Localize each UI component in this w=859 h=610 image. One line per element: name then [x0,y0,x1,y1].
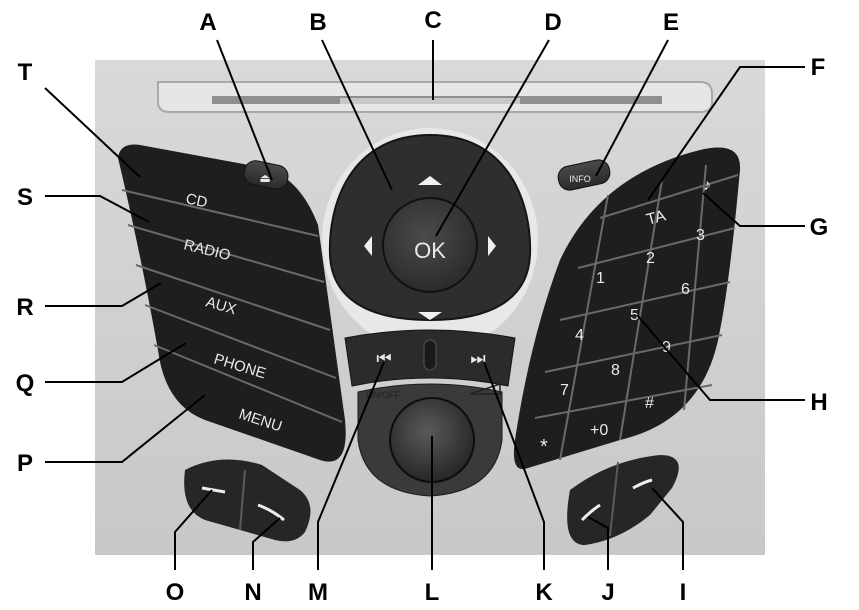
callout-r: R [16,294,33,321]
keypad-7[interactable]: 7 [560,382,569,399]
keypad-hash[interactable]: # [645,395,654,412]
seek-forward-icon[interactable]: ⏭ [470,349,485,368]
callout-o: O [166,579,185,606]
keypad-3[interactable]: 3 [696,227,705,244]
keypad-4[interactable]: 4 [575,327,584,344]
callout-c: C [424,7,441,34]
callout-g: G [810,214,829,241]
callout-b: B [309,9,326,36]
music-note-icon[interactable]: ♪ [703,177,711,194]
callout-l: L [425,579,440,606]
callout-j: J [601,579,614,606]
callout-m: M [308,579,328,606]
keypad-2[interactable]: 2 [646,250,655,267]
callout-e: E [663,9,679,36]
callout-t: T [18,59,33,86]
keypad-6[interactable]: 6 [681,281,690,298]
keypad-star[interactable]: * [540,436,548,458]
callout-k: K [535,579,553,606]
callout-a: A [199,9,216,36]
callout-s: S [17,184,33,211]
keypad-0[interactable]: +0 [590,422,608,439]
cd-slot-window [340,98,520,104]
seek-divider [424,340,436,370]
callout-p: P [17,450,33,477]
callout-i: I [680,579,687,606]
callout-n: N [244,579,261,606]
seek-back-icon[interactable]: ⏮ [376,349,391,368]
info-label: INFO [569,174,591,184]
callout-d: D [544,9,561,36]
keypad-1[interactable]: 1 [596,270,605,287]
keypad-8[interactable]: 8 [611,362,620,379]
callout-f: F [811,54,826,81]
callout-h: H [810,389,827,416]
callout-q: Q [16,370,35,397]
ok-label: OK [414,238,446,263]
